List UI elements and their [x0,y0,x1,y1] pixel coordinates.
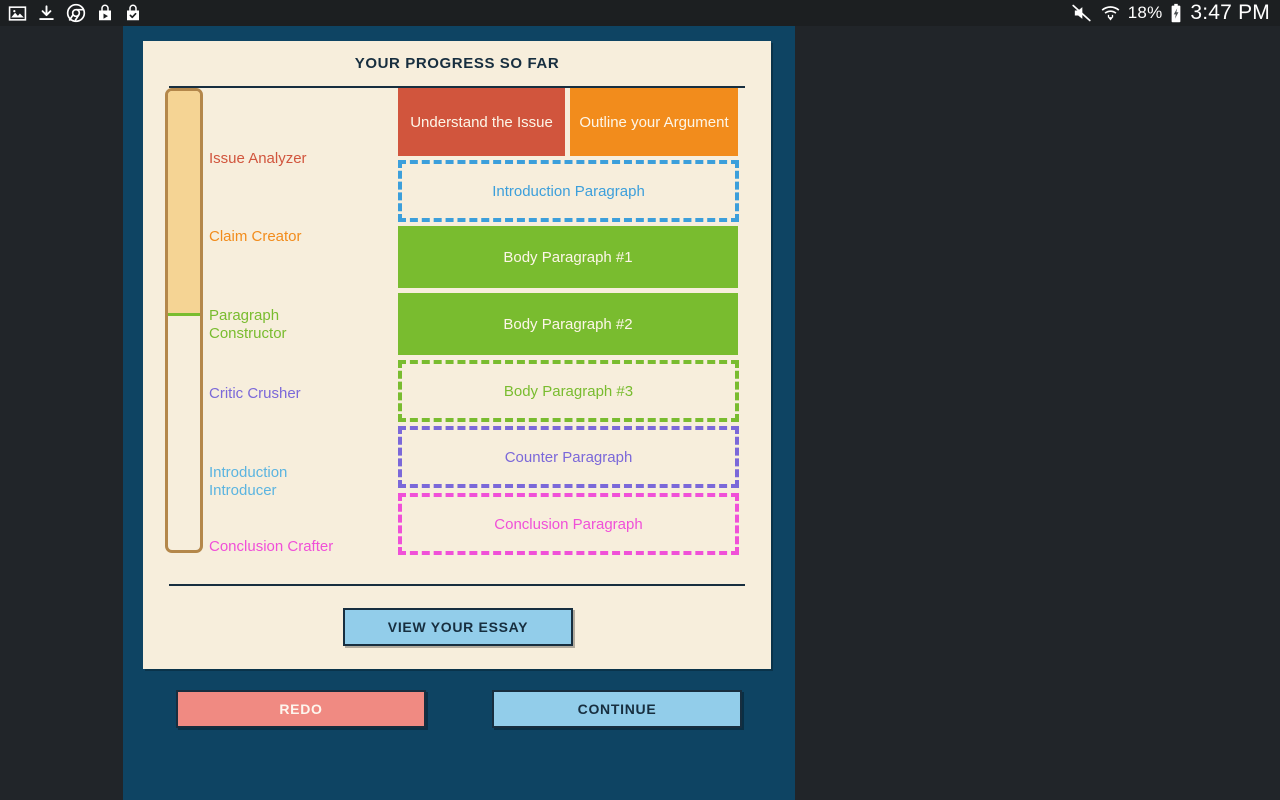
progress-fill [168,91,200,316]
stage-label-5: Conclusion Crafter [209,538,334,555]
continue-button[interactable]: CONTINUE [492,690,742,728]
title-divider [169,86,745,88]
stage-label-1: Claim Creator [209,228,302,245]
essay-block-4[interactable]: Body Paragraph #2 [398,293,738,355]
footer-divider [169,584,745,586]
right-background-pane [795,26,1280,800]
wifi-icon [1101,6,1120,21]
clock-label: 3:47 PM [1190,1,1270,24]
battery-percent-label: 18% [1127,3,1163,22]
stage-label-3: Critic Crusher [209,385,301,402]
stage-label-4: Introduction Introducer [209,464,288,499]
progress-track [165,88,203,553]
play-store-icon [99,4,111,20]
essay-block-5[interactable]: Body Paragraph #3 [398,360,739,422]
essay-block-6[interactable]: Counter Paragraph [398,426,739,488]
download-icon [39,4,54,20]
stage-label-0: Issue Analyzer [209,150,307,167]
chrome-icon [66,3,86,23]
play-store-installed-icon [127,4,139,20]
status-bar-left-icons [0,3,142,23]
status-bar: 18% 3:47 PM [0,0,1280,26]
image-icon [8,5,27,21]
essay-block-7[interactable]: Conclusion Paragraph [398,493,739,555]
essay-block-0[interactable]: Understand the Issue [398,88,565,156]
redo-button[interactable]: REDO [176,690,426,728]
stage-label-2: Paragraph Constructor [209,307,287,342]
essay-block-3[interactable]: Body Paragraph #1 [398,226,738,288]
status-bar-right-icons: 18% 3:47 PM [1070,1,1280,25]
battery-charging-icon [1172,3,1181,22]
essay-block-1[interactable]: Outline your Argument [570,88,738,156]
page-title: YOUR PROGRESS SO FAR [354,55,560,72]
essay-block-2[interactable]: Introduction Paragraph [398,160,739,222]
view-your-essay-button[interactable]: VIEW YOUR ESSAY [343,608,573,646]
mute-icon [1072,4,1091,22]
left-background-pane [0,26,123,800]
